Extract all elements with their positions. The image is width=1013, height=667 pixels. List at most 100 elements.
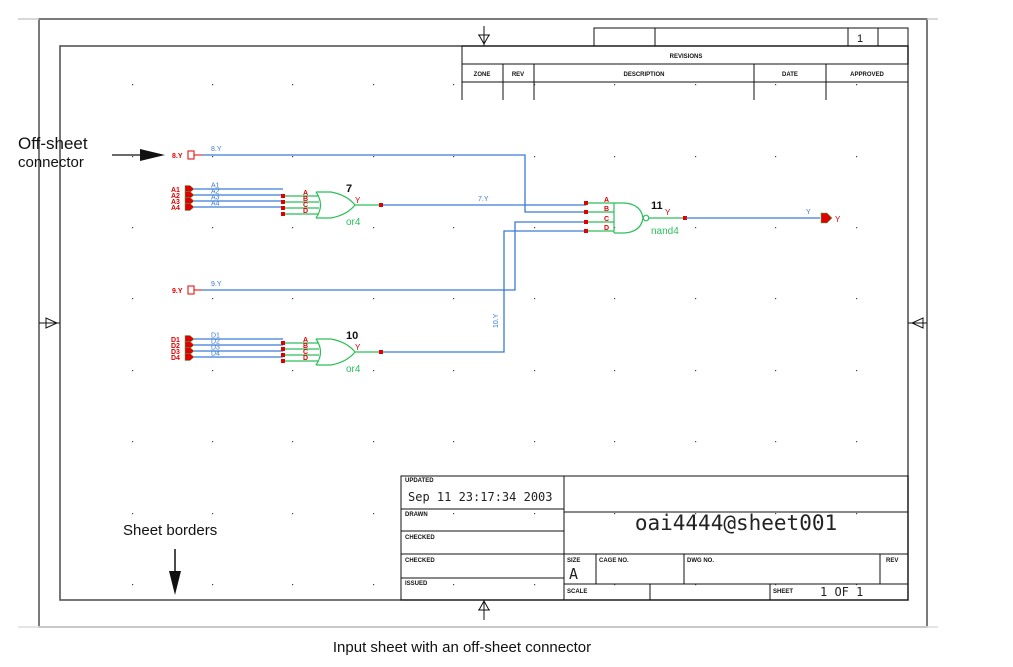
size-label: SIZE bbox=[567, 558, 580, 564]
grid-dot bbox=[775, 298, 777, 300]
wire-label: D4 bbox=[211, 351, 220, 358]
grid-dot bbox=[856, 84, 858, 86]
gate-input-label: C bbox=[303, 202, 308, 209]
grid-dot bbox=[695, 227, 697, 229]
revisions-title: REVISIONS bbox=[670, 54, 703, 60]
drawn-label: DRAWN bbox=[405, 512, 428, 518]
offsheet-connector-icon bbox=[187, 285, 195, 295]
gate-pin-b bbox=[584, 210, 588, 214]
grid-dot bbox=[212, 84, 214, 86]
output-pin-label: Y bbox=[835, 215, 841, 224]
or-gate-back-curve bbox=[315, 191, 322, 219]
gate-output-pin bbox=[379, 350, 383, 354]
grid-dot bbox=[856, 513, 858, 515]
grid-dot bbox=[132, 156, 134, 158]
wire-label: A3 bbox=[211, 195, 220, 202]
or-gate-body bbox=[316, 191, 356, 219]
grid-dot bbox=[856, 441, 858, 443]
grid-dot bbox=[132, 370, 134, 372]
nand-bubble bbox=[642, 214, 650, 222]
output-pin-y[interactable]: Y bbox=[820, 212, 841, 224]
grid-dot bbox=[212, 513, 214, 515]
grid-dot bbox=[453, 513, 455, 515]
grid-dot bbox=[212, 441, 214, 443]
grid-dot bbox=[534, 156, 536, 158]
grid-dot bbox=[373, 298, 375, 300]
grid-dot bbox=[292, 84, 294, 86]
grid-dot bbox=[614, 156, 616, 158]
grid-dot bbox=[132, 513, 134, 515]
grid-dot bbox=[856, 156, 858, 158]
dwg-label: DWG NO. bbox=[687, 558, 714, 564]
pin-label: A3 bbox=[171, 199, 180, 206]
design-name: oai4444@sheet001 bbox=[635, 511, 837, 535]
wire-8y bbox=[202, 154, 586, 213]
wire-label-8y: 8.Y bbox=[211, 146, 222, 153]
grid-dot bbox=[534, 298, 536, 300]
grid-dot bbox=[292, 513, 294, 515]
pin-label: D1 bbox=[171, 337, 180, 344]
offsheet-input-9y[interactable]: 9.Y bbox=[172, 285, 202, 295]
revisions-block: 1 REVISIONS ZONE REV DESCRIPTION DATE AP… bbox=[461, 27, 909, 100]
grid-dot bbox=[695, 156, 697, 158]
right-center-marker-icon bbox=[908, 317, 927, 329]
nand-gate-body bbox=[614, 202, 644, 234]
pin-label: D3 bbox=[171, 349, 180, 356]
wire-label-9y: 9.Y bbox=[211, 281, 222, 288]
grid-dot bbox=[614, 584, 616, 586]
grid-dot bbox=[212, 370, 214, 372]
revision-sheet-number: 1 bbox=[857, 33, 863, 45]
grid-dot bbox=[614, 298, 616, 300]
wire-label: A4 bbox=[211, 201, 220, 208]
grid-dot bbox=[453, 156, 455, 158]
rev-col-zone: ZONE bbox=[474, 72, 491, 78]
checked-label-2: CHECKED bbox=[405, 558, 435, 564]
grid-dot bbox=[373, 513, 375, 515]
wire-label-10y: 10.Y bbox=[493, 313, 500, 328]
size-value: A bbox=[569, 565, 578, 583]
updated-value: Sep 11 23:17:34 2003 bbox=[408, 490, 553, 504]
grid-dot bbox=[373, 227, 375, 229]
gate-pin-b bbox=[281, 200, 285, 204]
input-pin-a4[interactable]: A4 bbox=[171, 203, 195, 213]
grid-dot bbox=[614, 513, 616, 515]
grid-dot bbox=[614, 84, 616, 86]
grid-dot bbox=[775, 441, 777, 443]
grid-dot bbox=[775, 156, 777, 158]
rev-col-description: DESCRIPTION bbox=[623, 72, 664, 78]
input-pin-d4[interactable]: D4 bbox=[171, 353, 195, 363]
grid-dot bbox=[373, 441, 375, 443]
gate-input-label: D bbox=[303, 208, 308, 215]
gate-output-pin bbox=[683, 216, 687, 220]
offsheet-input-8y[interactable]: 8.Y bbox=[172, 150, 202, 160]
grid-dot bbox=[132, 441, 134, 443]
sheet-label: SHEET bbox=[773, 589, 793, 595]
grid-dot bbox=[695, 513, 697, 515]
sheet-value: 1 OF 1 bbox=[820, 585, 863, 599]
gate-cell-name: nand4 bbox=[651, 226, 679, 237]
grid-dot bbox=[695, 298, 697, 300]
grid-dot bbox=[695, 584, 697, 586]
rev-label: REV bbox=[886, 558, 898, 564]
wire-10y bbox=[383, 230, 586, 353]
gate-instance-number: 7 bbox=[346, 183, 352, 195]
pin-label: 9.Y bbox=[172, 288, 183, 295]
left-center-marker-icon bbox=[39, 317, 60, 329]
top-center-marker-icon bbox=[478, 26, 490, 46]
grid-dot bbox=[534, 441, 536, 443]
grid-dot bbox=[775, 584, 777, 586]
annotation-offsheet-line1: Off-sheet bbox=[18, 134, 88, 153]
gate-pin-a bbox=[281, 341, 285, 345]
wire-label: D2 bbox=[211, 339, 220, 346]
updated-label: UPDATED bbox=[405, 478, 434, 484]
title-block: UPDATED Sep 11 23:17:34 2003 DRAWN CHECK… bbox=[400, 475, 909, 601]
grid-dot bbox=[775, 227, 777, 229]
or-gate-body bbox=[316, 338, 356, 366]
grid-dot bbox=[856, 370, 858, 372]
gate-input-label: C bbox=[604, 216, 609, 223]
